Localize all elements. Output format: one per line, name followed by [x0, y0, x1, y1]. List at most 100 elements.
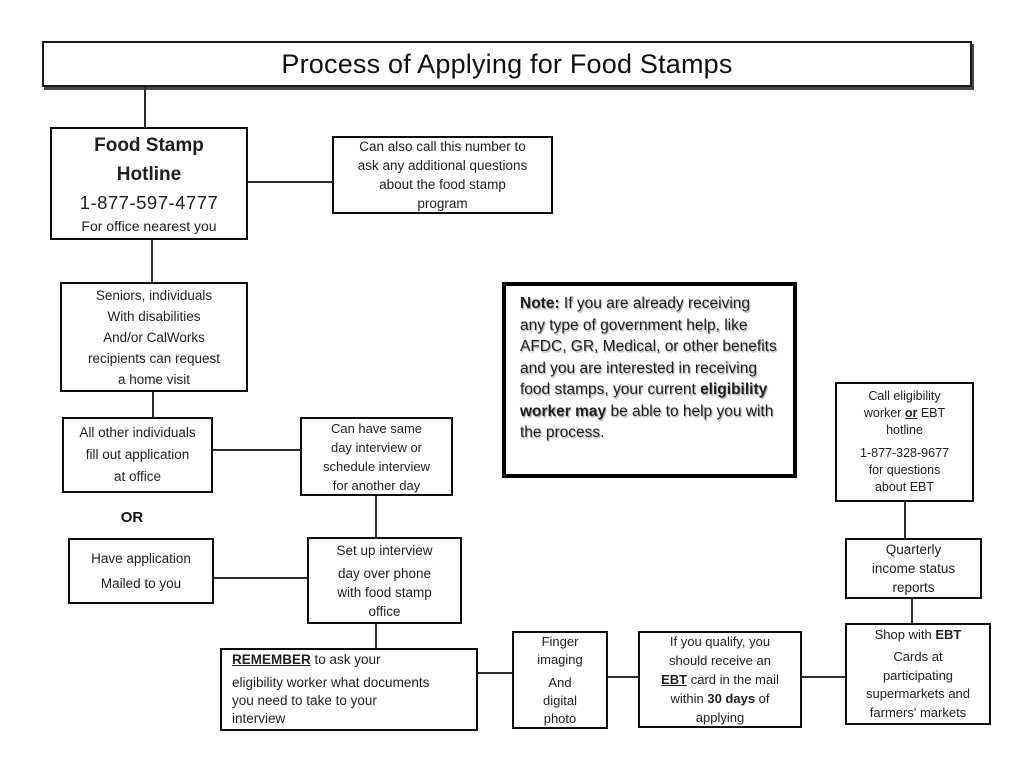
note-segment: be able to help you with the process.: [520, 402, 774, 442]
box-all-other-individuals: All other individuals fill out applicati…: [62, 417, 213, 493]
note-label: Note:: [520, 295, 560, 312]
qualify-days-keyword: 30 days: [707, 691, 756, 706]
hotline-phone-number: 1-877-597-4777: [79, 192, 219, 213]
can-also-line: program: [417, 196, 468, 211]
box-quarterly-reports: Quarterly income status reports: [845, 538, 982, 599]
qualify-line: EBT card in the mail: [661, 670, 779, 689]
title-box: Process of Applying for Food Stamps: [42, 41, 972, 87]
finger-line: And: [548, 674, 572, 690]
qualify-ebt-keyword: EBT: [661, 672, 688, 687]
finger-line: imaging: [537, 651, 583, 667]
connector-allother-to-canhave: [213, 449, 300, 451]
box-shop-with-ebt: Shop with EBT Cards at participating sup…: [845, 623, 991, 725]
hotline-title-line: Food Stamp: [94, 135, 204, 156]
can-have-line: for another day: [332, 477, 421, 493]
call-elig-line: worker or EBT: [864, 405, 945, 422]
call-elig-segment: EBT: [917, 406, 946, 420]
finger-line: photo: [543, 710, 577, 726]
connector-haveapp-to-setup: [214, 577, 307, 579]
quarterly-line: income status: [871, 561, 956, 576]
connector-setup-to-remember: [375, 623, 377, 648]
connector-callelig-to-quarterly: [904, 502, 906, 538]
all-other-line: at office: [113, 469, 162, 484]
call-elig-segment: worker: [863, 406, 905, 420]
call-elig-phone-number: 1-877-328-9677: [860, 446, 949, 460]
remember-keyword: REMEMBER: [232, 652, 311, 667]
connector-remember-to-finger: [477, 672, 512, 674]
seniors-line: And/or CalWorks: [103, 329, 205, 345]
connector-qualify-to-shop: [801, 676, 845, 678]
page-title: Process of Applying for Food Stamps: [281, 48, 733, 79]
can-also-line: about the food stamp: [379, 177, 506, 192]
shop-line: Cards at: [893, 649, 943, 665]
qualify-line: If you qualify, you: [669, 634, 771, 649]
finger-line: digital: [543, 692, 577, 708]
remember-first-line: REMEMBER to ask your: [232, 651, 381, 669]
have-app-line: Have application: [91, 551, 191, 566]
qualify-segment: of: [755, 691, 770, 706]
can-also-line: ask any additional questions: [357, 158, 528, 173]
box-set-up-interview: Set up interview day over phone with foo…: [307, 537, 462, 624]
connector-finger-to-qualify: [607, 676, 638, 678]
seniors-line: Seniors, individuals: [95, 287, 213, 303]
quarterly-line: reports: [892, 580, 935, 595]
seniors-line: With disabilities: [107, 308, 201, 324]
box-ebt-hotline: Call eligibility worker or EBT hotline 1…: [835, 382, 974, 502]
can-have-line: day interview or: [330, 439, 423, 455]
set-up-line: with food stamp: [337, 584, 432, 600]
shop-line: supermarkets and: [865, 686, 971, 702]
qualify-line: applying: [695, 710, 745, 725]
connector-hotline-to-seniors: [151, 240, 153, 282]
remember-segment: to ask your: [310, 652, 381, 667]
remember-line: interview: [232, 711, 286, 726]
note-segment: If you are already receiving any type of…: [520, 295, 777, 398]
qualify-line: within 30 days of: [670, 689, 769, 708]
connector-hotline-to-canalso: [248, 181, 332, 183]
note-text: Note: If you are already receiving any t…: [520, 293, 779, 444]
box-can-also-call: Can also call this number to ask any add…: [332, 136, 553, 214]
connector-quarterly-to-shop: [911, 598, 913, 623]
box-seniors-home-visit: Seniors, individuals With disabilities A…: [60, 282, 248, 392]
qualify-segment: card in the mail: [687, 672, 779, 687]
box-application-mailed: Have application Mailed to you: [68, 538, 214, 604]
shop-line: participating: [882, 667, 954, 683]
shop-segment: Shop with: [874, 626, 936, 642]
all-other-line: fill out application: [85, 447, 190, 462]
box-food-stamp-hotline: Food Stamp Hotline 1-877-597-4777 For of…: [50, 127, 248, 240]
can-have-line: Can have same: [330, 420, 423, 436]
or-label: OR: [120, 509, 144, 526]
qualify-segment: within: [670, 691, 708, 706]
have-app-line: Mailed to you: [100, 576, 182, 591]
seniors-line: recipients can request: [87, 350, 221, 366]
connector-canhave-to-setup: [375, 496, 377, 537]
shop-ebt-keyword: EBT: [935, 626, 962, 642]
set-up-line: day over phone: [337, 565, 432, 581]
call-elig-line: for questions: [868, 463, 941, 477]
box-remember-documents: REMEMBER to ask your eligibility worker …: [220, 648, 478, 731]
hotline-title-line: Hotline: [116, 164, 182, 185]
call-elig-line: Call eligibility: [868, 389, 941, 403]
all-other-line: All other individuals: [79, 425, 196, 440]
set-up-line: office: [368, 603, 401, 619]
shop-line: farmers' markets: [869, 704, 967, 720]
can-have-line: schedule interview: [323, 458, 430, 474]
box-ebt-card-mail: If you qualify, you should receive an EB…: [638, 631, 802, 728]
note-bold-segment: eligibility worker may: [520, 381, 768, 420]
can-also-line: Can also call this number to: [359, 139, 526, 154]
shop-first-line: Shop with EBT: [875, 626, 962, 645]
box-note-eligibility-worker: Note: If you are already receiving any t…: [502, 282, 797, 478]
seniors-line: a home visit: [117, 371, 191, 387]
set-up-line: Set up interview: [336, 542, 433, 558]
call-elig-line: about EBT: [874, 480, 935, 494]
qualify-line: should receive an: [669, 653, 771, 668]
box-same-day-interview: Can have same day interview or schedule …: [300, 417, 453, 496]
call-elig-or-keyword: or: [904, 406, 918, 420]
remember-line: eligibility worker what documents: [232, 675, 430, 690]
connector-seniors-to-allother: [152, 392, 154, 417]
hotline-note: For office nearest you: [81, 218, 217, 234]
remember-line: you need to take to your: [232, 693, 377, 708]
quarterly-line: Quarterly: [885, 542, 942, 557]
connector-title-to-hotline: [144, 87, 146, 127]
call-elig-line: hotline: [886, 423, 923, 437]
